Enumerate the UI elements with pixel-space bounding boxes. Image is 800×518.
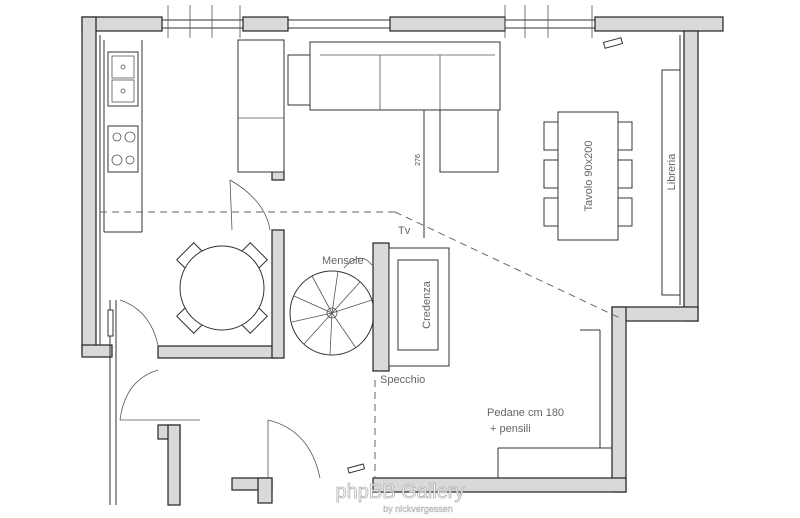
bookcase: Libreria bbox=[602, 37, 681, 296]
watermark: phpBB Gallery by nickvergessen bbox=[335, 481, 465, 515]
spiral-staircase bbox=[289, 257, 375, 356]
sink-icon bbox=[107, 51, 139, 107]
dimension-label: 276 bbox=[415, 154, 422, 166]
dimension-line: 276 bbox=[415, 109, 428, 238]
credenza-label: Credenza bbox=[421, 280, 433, 329]
watermark-title: phpBB Gallery bbox=[336, 481, 465, 503]
left-wall bbox=[81, 16, 113, 358]
doors bbox=[119, 179, 321, 479]
kitchen bbox=[103, 40, 143, 233]
stove-icon bbox=[107, 125, 139, 173]
pensili-label: + pensili bbox=[490, 423, 531, 435]
bookcase-label: Libreria bbox=[666, 153, 678, 191]
platforms bbox=[497, 329, 612, 478]
round-table bbox=[176, 242, 268, 334]
mensole-label: Mensole bbox=[322, 255, 364, 267]
pedane-label: Pedane cm 180 bbox=[487, 407, 564, 419]
tv-label: Tv bbox=[398, 225, 411, 237]
sofa bbox=[237, 39, 501, 173]
credenza: Credenza bbox=[372, 242, 450, 372]
watermark-subtitle: by nickvergessen bbox=[383, 504, 453, 514]
right-wall bbox=[611, 30, 699, 493]
table-label: Tavolo 90x200 bbox=[583, 141, 595, 212]
specchio-label: Specchio bbox=[380, 374, 425, 386]
zone-lines bbox=[100, 211, 621, 478]
dining-table: Tavolo 90x200 bbox=[543, 111, 633, 241]
bottom-walls bbox=[109, 169, 627, 506]
top-wall bbox=[81, 5, 724, 38]
